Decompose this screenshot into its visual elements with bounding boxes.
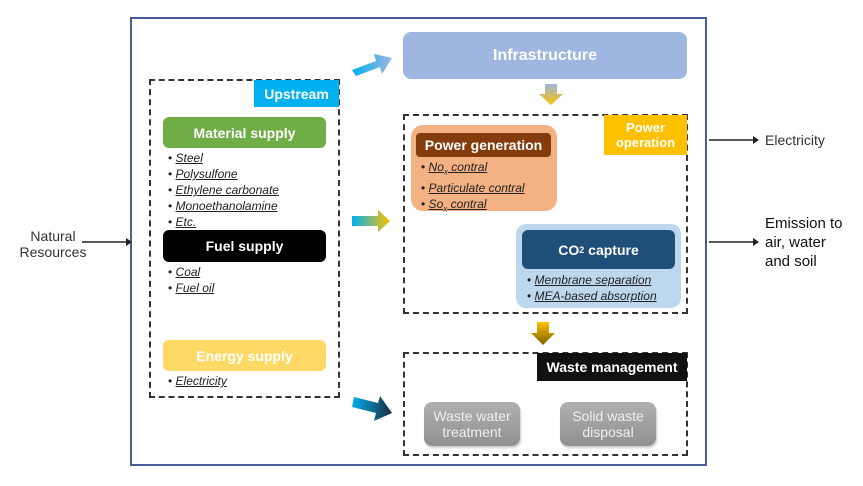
emission-label: Emission to air, water and soil: [765, 215, 843, 270]
electricity-arrow: [709, 136, 759, 144]
list-item: Particulate contral: [421, 180, 525, 196]
list-item: Monoethanolamine: [168, 198, 279, 214]
list-item: Ethylene carbonate: [168, 182, 279, 198]
power-operation-label: Power operation: [604, 115, 687, 155]
co2-capture-list: Membrane separation MEA-based absorption: [527, 272, 657, 304]
list-item: Sox contral: [421, 196, 525, 217]
list-item: Steel: [168, 150, 279, 166]
arrow-infrastructure-down: [539, 84, 563, 105]
input-arrow: [82, 238, 132, 246]
list-item: Etc.: [168, 214, 279, 230]
arrow-to-waste-management: [352, 396, 392, 421]
power-operation-boundary: [403, 114, 688, 314]
list-item: Coal: [168, 264, 214, 280]
arrow-to-infrastructure: [352, 54, 392, 76]
energy-supply-header: Energy supply: [163, 340, 326, 371]
power-generation-list: Nox contral Particulate contral Sox cont…: [421, 159, 525, 218]
list-item: MEA-based absorption: [527, 288, 657, 304]
fuel-supply-list: Coal Fuel oil: [168, 264, 215, 296]
emission-arrow: [709, 238, 759, 246]
upstream-label: Upstream: [254, 80, 339, 107]
list-item: Fuel oil: [168, 280, 215, 296]
natural-resources-label: Natural Resources: [19, 228, 87, 260]
material-supply-header: Material supply: [163, 117, 326, 148]
list-item: Membrane separation: [527, 272, 657, 288]
list-item: Polysulfone: [168, 166, 279, 182]
waste-water-treatment-box: Waste water treatment: [424, 402, 520, 446]
electricity-output-label: Electricity: [765, 132, 825, 148]
arrow-to-waste-down: [531, 322, 555, 345]
waste-management-label: Waste management: [537, 353, 687, 381]
solid-waste-disposal-box: Solid waste disposal: [560, 402, 656, 446]
arrow-to-power-operation: [352, 210, 390, 232]
fuel-supply-header: Fuel supply: [163, 230, 326, 262]
infrastructure-box: Infrastructure: [403, 32, 687, 79]
upstream-boundary: [149, 79, 340, 398]
material-supply-list: Steel Polysulfone Ethylene carbonate Mon…: [168, 150, 279, 230]
power-generation-header: Power generation: [416, 133, 551, 157]
list-item: Electricity: [168, 373, 227, 389]
energy-supply-list: Electricity: [168, 373, 227, 389]
list-item: Nox contral: [421, 159, 525, 180]
